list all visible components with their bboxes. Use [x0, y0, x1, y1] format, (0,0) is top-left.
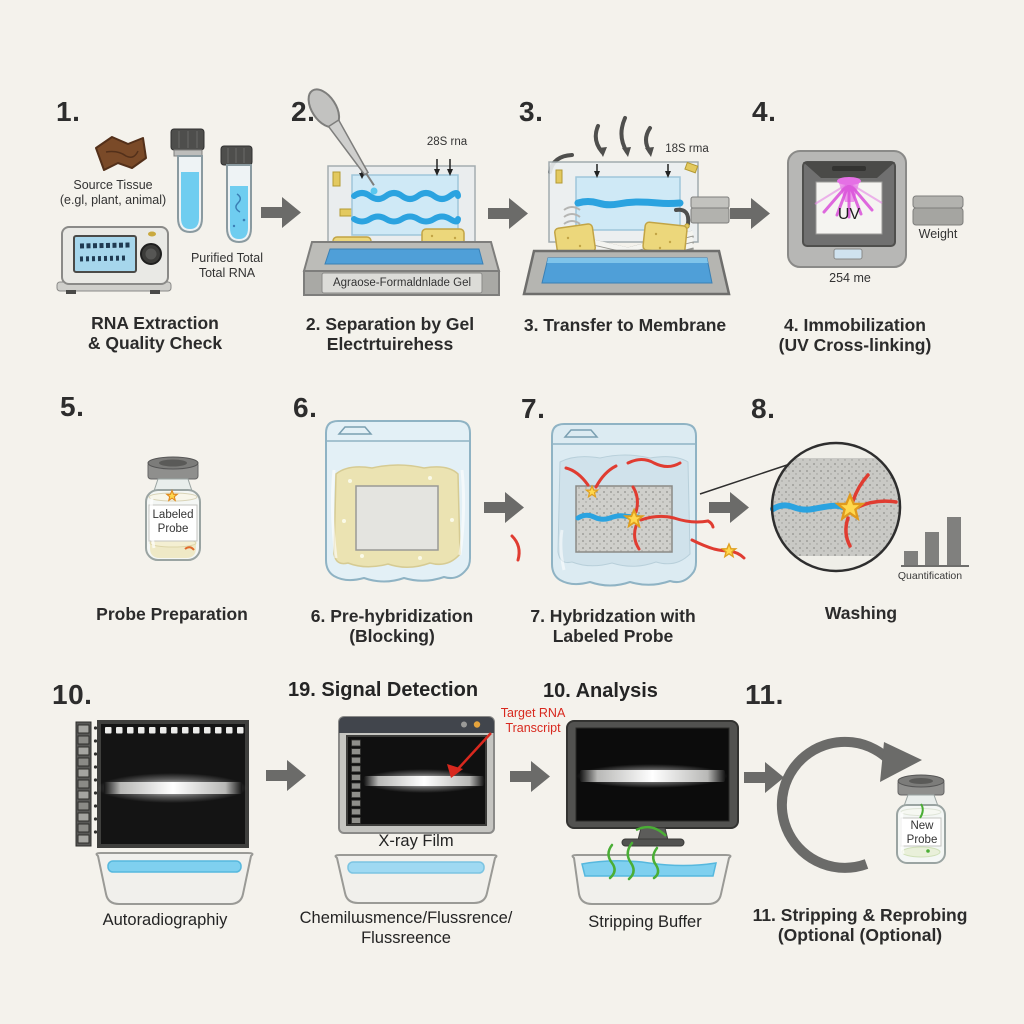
purified-rna-label-1: Purified Total — [190, 251, 264, 265]
caption-step7-line1: 7. Hybridzation with — [530, 606, 696, 626]
caption-step8: Washing — [824, 603, 898, 623]
wavelength-label: 254 me — [829, 271, 871, 285]
uv-label: UV — [837, 206, 861, 223]
source-tissue-sublabel: (e.gl, plant, animal) — [59, 193, 167, 207]
weight-label: Weight — [918, 227, 958, 241]
spectrophotometer-icon — [56, 226, 172, 294]
caption-step2-line1: 2. Separation by Gel — [305, 314, 475, 334]
recycle-arrow-icon — [776, 736, 922, 873]
caption-detection-line1: Chemilɯsmence/Flussrence/ — [299, 909, 513, 927]
xray-film-label: X-ray Film — [378, 832, 454, 850]
caption-step11-line2: (Optional (Optional) — [777, 925, 943, 945]
rna-tube-icon — [170, 128, 205, 234]
uv-crosslinker-icon — [787, 150, 907, 268]
caption-step1-line2: & Quality Check — [87, 333, 223, 353]
stripping-tray-icon — [571, 841, 732, 905]
probe-strands — [510, 458, 746, 562]
step-number-5: 5. — [60, 391, 85, 422]
step-number-11: 11. — [745, 679, 784, 710]
prehybridization-bag-icon — [325, 420, 471, 583]
pipette-icon — [307, 88, 375, 186]
caption-step2-line2: Electrtuirehess — [326, 334, 454, 354]
step-number-2: 2. — [291, 96, 316, 127]
step-number-4: 4. — [752, 96, 777, 127]
annotation-arrow — [456, 732, 492, 771]
step-number-7: 7. — [521, 393, 546, 424]
new-probe-vial-icon — [896, 774, 946, 864]
caption-step11-line1: 11. Stripping & Reprobing — [752, 905, 968, 925]
membrane-zoom-circle-icon — [770, 441, 902, 573]
step-number-3: 3. — [519, 96, 544, 127]
detection-tray-icon — [334, 854, 498, 904]
caption-step4-line1: 4. Immobilization — [784, 315, 926, 335]
quantification-bar-chart-icon — [901, 517, 969, 567]
step-number-6: 6. — [293, 392, 318, 423]
quantification-label: Quantification — [897, 570, 963, 582]
developer-tray-icon — [95, 852, 254, 905]
step-number-8: 8. — [751, 393, 776, 424]
hybridization-bag-icon — [510, 423, 746, 587]
caption-step1-line1: RNA Extraction — [91, 313, 219, 333]
purified-rna-tube-icon — [220, 145, 253, 244]
new-probe-vial-text-2: Probe — [906, 834, 938, 846]
new-probe-vial-text-1: New — [910, 820, 934, 832]
band-label-18s: 18S rma — [665, 143, 709, 155]
caption-step5: Probe Preparation — [96, 604, 248, 624]
labeled-probe-vial-text-2: Probe — [157, 523, 189, 535]
signal-detection-title: 19. Signal Detection — [288, 679, 479, 701]
blot-transfer-icon — [522, 116, 731, 296]
caption-stripping-buffer: Stripping Buffer — [588, 913, 702, 931]
band-label-28s: 28S rna — [426, 136, 468, 148]
weight-block-icon — [912, 195, 964, 226]
purified-rna-label-2: Total RNA — [198, 266, 256, 280]
zoom-pointer-line — [699, 462, 794, 495]
analysis-monitor-icon — [566, 720, 739, 847]
tissue-sample-icon — [95, 136, 147, 171]
caption-step7-line2: Labeled Probe — [552, 626, 674, 646]
caption-step6-line1: 6. Pre-hybridization — [310, 606, 474, 626]
target-rna-annotation-1: Target RNA — [500, 706, 566, 720]
step-number-1: 1. — [56, 96, 81, 127]
xray-film-window-icon — [338, 716, 495, 834]
labeled-probe-vial-icon — [145, 456, 201, 561]
caption-detection-line2: Flussreence — [361, 929, 451, 947]
caption-step6-line2: (Blocking) — [349, 626, 435, 646]
analysis-title: 10. Analysis — [543, 680, 658, 702]
target-rna-annotation-2: Transcript — [505, 721, 561, 735]
caption-autoradiography: Autoradiographiy — [102, 911, 228, 929]
caption-step3: 3. Transfer to Membrane — [523, 315, 727, 335]
step-number-10: 10. — [52, 679, 93, 710]
gel-type-label: Agraose-Formaldnlade Gel — [332, 277, 472, 289]
autoradiography-film-icon — [75, 720, 249, 848]
caption-step4-line2: (UV Cross-linking) — [778, 335, 932, 355]
source-tissue-label: Source Tissue — [73, 178, 153, 192]
stripped-probe-strands — [607, 841, 660, 881]
gel-electrophoresis-icon — [302, 88, 501, 296]
labeled-probe-vial-text-1: Labeled — [152, 509, 194, 521]
